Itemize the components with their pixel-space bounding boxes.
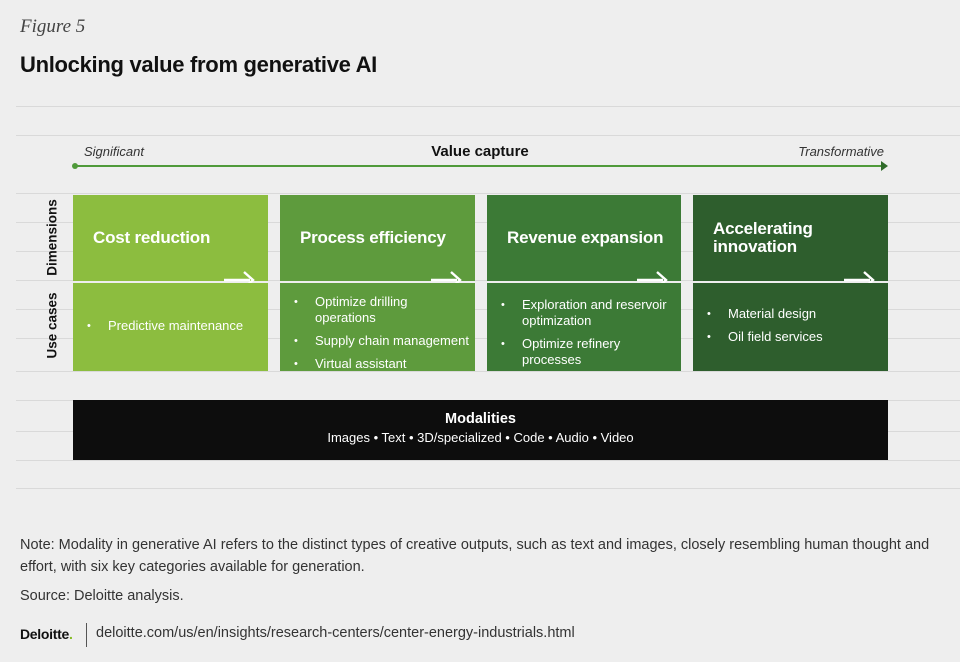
use-case-item: Predictive maintenance — [87, 318, 262, 334]
use-cases-panel: Material design Oil field services — [693, 283, 888, 371]
dimension-header: Process efficiency — [280, 195, 475, 289]
dimension-title: Process efficiency — [300, 228, 446, 247]
figure-title: Unlocking value from generative AI — [20, 52, 377, 77]
dimension-column-accelerating-innovation: Accelerating innovation Material design … — [693, 195, 888, 371]
grid-line — [16, 488, 960, 489]
use-case-item: Oil field services — [707, 329, 882, 345]
dimension-column-cost-reduction: Cost reduction Predictive maintenance — [73, 195, 268, 371]
use-case-item: Supply chain management — [294, 333, 469, 349]
grid-line — [16, 371, 960, 372]
axis-title: Value capture — [431, 143, 529, 160]
value-capture-arrow — [74, 165, 884, 167]
modalities-bar: Modalities Images • Text • 3D/specialize… — [73, 400, 888, 460]
use-case-item: Material design — [707, 306, 882, 322]
note-text: Note: Modality in generative AI refers t… — [20, 537, 930, 575]
axis-arrowhead-icon — [881, 161, 888, 171]
source-text: Source: Deloitte analysis. — [20, 588, 184, 604]
dimension-header: Cost reduction — [73, 195, 268, 289]
dimension-title: Cost reduction — [93, 228, 211, 247]
logo-text: Deloitte — [20, 626, 69, 642]
row-label-use-cases: Use cases — [44, 292, 60, 359]
grid-line — [16, 135, 960, 136]
use-case-item: Virtual assistant — [294, 356, 469, 372]
footer-divider — [86, 623, 87, 647]
use-cases-panel: Predictive maintenance — [73, 283, 268, 371]
axis-right-label: Transformative — [798, 144, 884, 159]
dimension-title: Revenue expansion — [507, 228, 664, 247]
modalities-list: Images • Text • 3D/specialized • Code • … — [327, 430, 634, 445]
row-label-dimensions: Dimensions — [44, 199, 60, 276]
figure-label: Figure 5 — [20, 16, 86, 37]
dimension-title: Accelerating innovation — [713, 219, 813, 256]
dimension-column-revenue-expansion: Revenue expansion Exploration and reserv… — [487, 195, 681, 371]
use-case-item: Optimize refinery processes — [501, 336, 675, 368]
use-cases-panel: Exploration and reservoir optimization O… — [487, 283, 681, 371]
deloitte-logo: Deloitte. — [20, 626, 73, 642]
use-case-item: Optimize drilling operations — [294, 294, 469, 326]
logo-dot: . — [68, 626, 73, 642]
use-cases-panel: Optimize drilling operations Supply chai… — [280, 283, 475, 372]
grid-line — [16, 193, 960, 194]
dimension-header: Revenue expansion — [487, 195, 681, 289]
grid-line — [16, 460, 960, 461]
axis-left-label: Significant — [84, 144, 144, 159]
use-case-item: Exploration and reservoir optimization — [501, 297, 675, 329]
dimension-header: Accelerating innovation — [693, 195, 888, 289]
dimension-column-process-efficiency: Process efficiency Optimize drilling ope… — [280, 195, 475, 372]
modalities-title: Modalities — [445, 411, 516, 427]
source-url-link[interactable]: deloitte.com/us/en/insights/research-cen… — [96, 625, 575, 641]
grid-line — [16, 106, 960, 107]
